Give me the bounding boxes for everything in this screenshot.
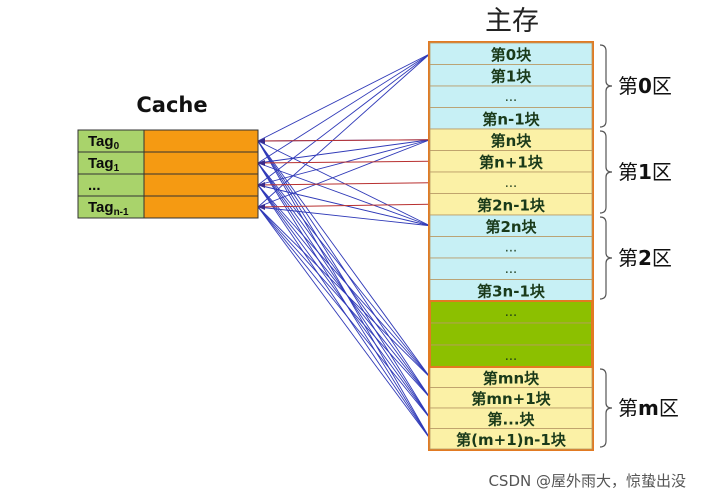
mapping-line-red [257,182,431,186]
arrow-head [258,204,265,210]
cache-row: Tag1 [77,151,259,175]
memory-block: 第mn块 [429,366,593,388]
mapping-line-blue [257,140,431,378]
mapping-line-blue [257,162,431,227]
zone-brace [599,44,613,128]
watermark: CSDN @屋外雨大，惊蛰出没 [488,472,686,490]
memory-block-label: 第n-1块 [482,110,540,128]
memory-block-label: 第2n-1块 [477,196,546,214]
unknown-band-border [429,300,593,368]
mapping-line-red [257,160,431,164]
memory-block-label: 第2n块 [485,218,537,236]
tag-label: Tagn-1 [88,199,129,218]
zone-brace [599,130,613,214]
cache-row: Tagn-1 [77,195,259,219]
memory-block-cell [429,322,593,346]
cache-data-cell [143,129,259,153]
tag-label: ... [88,177,101,194]
arrow-head [258,160,265,166]
memory-block: ... [429,257,593,280]
memory-block-label: ... [505,90,517,105]
memory-block-label: ... [505,305,517,320]
memory-block-label: 第0块 [491,46,532,64]
memory-block: ... [429,171,593,194]
memory-block: 第(m+1)n-1块 [429,428,593,450]
mapping-line-blue [257,53,431,186]
memory-block: ... [429,85,593,108]
memory-block: 第n-1块 [429,107,593,130]
memory-block [429,322,593,346]
cache-row: ... [77,173,259,197]
memory-block: 第n+1块 [429,150,593,173]
mapping-line-blue [257,206,431,227]
memory-block-label: ... [505,176,517,191]
zone-label: 第0区 [618,74,672,98]
memory-block-label: 第(m+1)n-1块 [456,431,567,449]
mapping-line-blue [257,162,431,439]
mapping-line-blue [257,140,431,439]
tag-label: Tag1 [88,155,120,174]
zone-label: 第1区 [618,160,672,184]
memory-block: 第...块 [429,407,593,429]
mapping-line-blue [257,206,431,440]
memory-block-label: 第mn块 [483,369,540,387]
memory-block: 第n块 [429,128,593,151]
memory-block-label: 第mn+1块 [471,390,551,408]
mapping-line-blue [257,53,431,164]
mapping-line-blue [257,53,431,142]
memory-block: 第1块 [429,64,593,87]
mapping-line-red [257,203,431,208]
cache-data-cell [143,195,259,219]
memory-block: ... [429,236,593,259]
arrow-head [258,182,265,188]
mapping-line-blue [257,184,431,440]
cache-data-cell [143,173,259,197]
mapping-line-blue [257,53,431,208]
mapping-line-blue [257,139,431,164]
memory-block-label: 第1块 [491,67,532,85]
zone-label: 第m区 [618,396,679,420]
memory-block: 第mn+1块 [429,387,593,409]
arrow-head [258,138,265,144]
memory-block-label: 第...块 [487,410,535,428]
memory-block-label: 第n+1块 [479,153,544,171]
memory-block-label: 第n块 [491,132,533,150]
mapping-line-red [257,139,431,142]
cache-title: Cache [136,93,207,117]
mapping-line-blue [257,140,431,399]
memory-block-label: ... [505,240,517,255]
memory-block: 第2n块 [429,214,593,237]
zone-brace [599,216,613,300]
tag-label: Tag0 [88,133,120,152]
zone-brace [599,368,613,448]
memory-title: 主存 [485,6,539,37]
zone-label: 第2区 [618,246,672,270]
mapping-line-blue [257,140,431,419]
mapping-line-blue [257,206,431,378]
memory-block-label: ... [505,262,517,277]
memory-block: ... [429,300,593,324]
memory-block-label: 第3n-1块 [477,282,546,300]
cache-row: Tag0 [77,129,259,153]
memory-border [428,41,594,451]
memory-block: 第3n-1块 [429,279,593,302]
mapping-lines [257,53,431,440]
memory-block: 第0块 [429,42,593,65]
cache-data-cell [143,151,259,175]
memory-block: ... [429,344,593,368]
memory-block-label: ... [505,349,517,364]
memory-block: 第2n-1块 [429,193,593,216]
memory-block-cell [429,428,593,450]
mapping-line-blue [257,139,431,208]
